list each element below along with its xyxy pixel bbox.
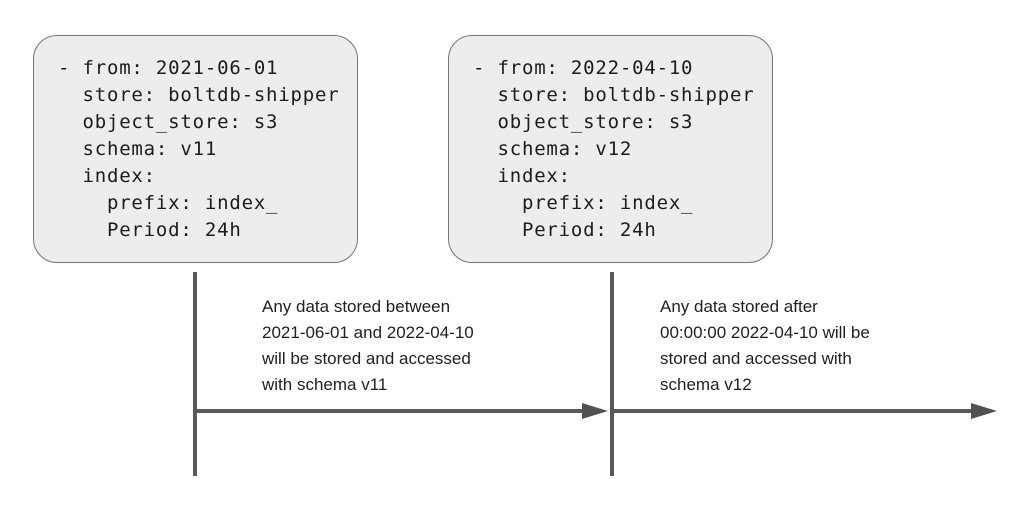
timeline-tick-2022-04-10 (610, 272, 614, 476)
schema-config-code-v12: - from: 2022-04-10 store: boltdb-shipper… (473, 57, 755, 241)
annotation-v12-period: Any data stored after 00:00:00 2022-04-1… (660, 297, 870, 394)
schema-config-box-v11: - from: 2021-06-01 store: boltdb-shipper… (33, 35, 358, 263)
annotation-v11-period: Any data stored between 2021-06-01 and 2… (262, 297, 474, 394)
arrow-right-icon-v12 (971, 403, 997, 419)
timeline-segment-v12 (614, 409, 971, 413)
schema-config-code-v11: - from: 2021-06-01 store: boltdb-shipper… (58, 57, 340, 241)
schema-config-box-v12: - from: 2022-04-10 store: boltdb-shipper… (448, 35, 773, 263)
timeline-tick-2021-06-01 (193, 272, 197, 476)
arrow-right-icon-v11 (582, 403, 608, 419)
timeline-segment-v11 (195, 409, 585, 413)
